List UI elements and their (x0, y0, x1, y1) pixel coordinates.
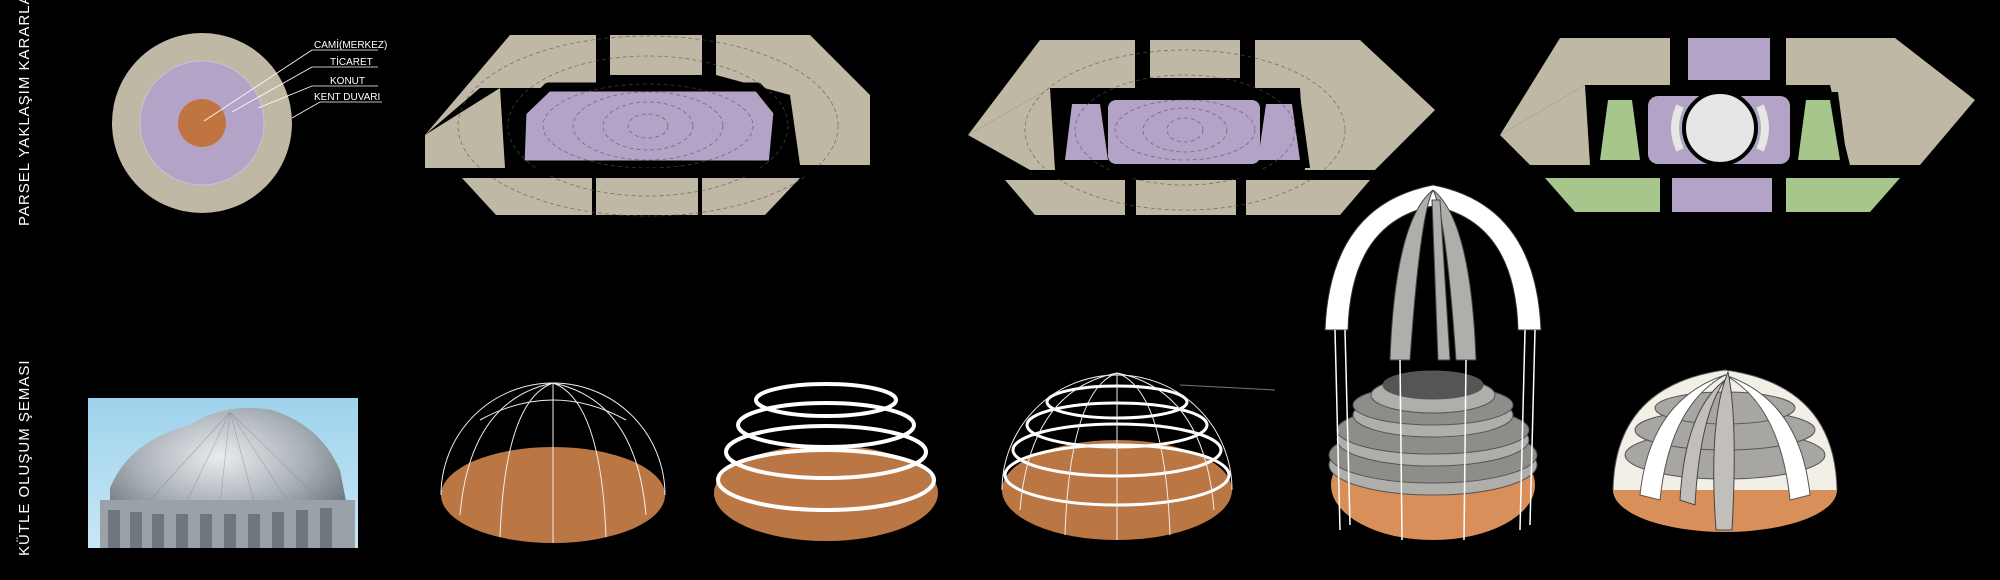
cami-center (178, 99, 226, 147)
dome-photo (88, 398, 358, 548)
parcel-plan-2 (962, 40, 1437, 215)
legend-item-cami: CAMİ(MERKEZ) (314, 38, 387, 51)
dome-stage-2-rings (714, 382, 938, 541)
legend-item-kent-duvari: KENT DUVARI (314, 92, 380, 103)
dome-stage-1-meridians (440, 382, 666, 543)
parcel-plan-1 (420, 35, 875, 217)
dome-stage-3-combined (1001, 372, 1276, 540)
parcel-plan-3 (1495, 38, 1980, 212)
concentric-zoning-diagram: CAMİ(MERKEZ) TİCARET KONUT KENT DUVARI (112, 33, 387, 213)
dome-stage-5-final (1612, 369, 1838, 532)
legend-item-konut: KONUT (330, 76, 365, 87)
legend-item-ticaret: TİCARET (330, 55, 373, 68)
dome-stage-4-arches (1324, 184, 1542, 541)
